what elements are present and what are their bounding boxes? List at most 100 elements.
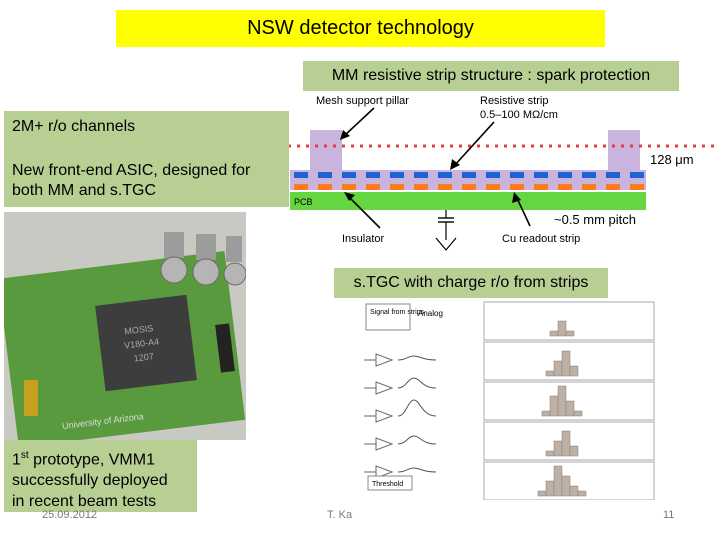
stgc-section-label: s.TGC with charge r/o from strips [334,268,608,298]
resistive-strip [342,172,356,178]
footer-date: 25.09.2012 [42,509,98,521]
channels-info-box: 2M+ r/o channels New front-end ASIC, des… [4,111,289,207]
resistive-strip [414,172,428,178]
strip-arrow [453,121,495,167]
chip-marking-3: 1207 [133,351,154,363]
chip-marking-2: V180-A4 [124,336,160,350]
histogram-bar [573,410,583,417]
histogram-bar [557,320,567,337]
ordinal-number: 1 [12,451,21,469]
analog-pulse [397,377,437,389]
copper-strip [294,184,308,190]
amplifier-icon [435,237,457,251]
mesh-pillar-label: Mesh support pillar [316,95,409,107]
histogram-bar [549,330,559,337]
copper-strip [558,184,572,190]
pillar-arrow [343,107,375,137]
histogram-bar [553,440,563,457]
resistive-strip [486,172,500,178]
pcb-layer [290,192,646,210]
prototype-line-2: successfully deployed [12,472,168,490]
prototype-info-box: 1st prototype, VMM1 successfully deploye… [4,440,197,512]
gold-component [24,380,38,416]
resistive-strip [558,172,572,178]
threshold-box [367,475,413,491]
amplifier-icon [375,353,394,367]
strip-charge-histograms [483,301,655,500]
analog-pulse [397,435,437,445]
histogram-bar [565,400,575,417]
histogram-bar [577,490,587,497]
histogram-bar [569,445,579,457]
histogram-bar [545,370,555,377]
mm-section-label: MM resistive strip structure : spark pro… [303,61,679,91]
signal-from-strips-label: Signal from strips [370,309,425,316]
analog-pulse [397,467,437,473]
copper-strip [342,184,356,190]
analog-pulse [397,355,437,361]
footer-author: T. Ka [327,509,353,521]
resistive-strip [438,172,452,178]
resistive-strip [366,172,380,178]
coax-connectors [160,232,246,286]
prototype-name: prototype, VMM1 [28,451,155,469]
footer-page-number: 11 [663,509,675,521]
analog-signal-rows [364,353,437,479]
analog-pulse [397,399,437,417]
resistive-strip [462,172,476,178]
ordinal-suffix: st [20,450,29,461]
copper-strip [438,184,452,190]
support-pillar-right [608,130,640,172]
resistive-strip [606,172,620,178]
channels-count-text: 2M+ r/o channels [12,118,136,135]
vmm1-board-photo: MOSIS V180-A4 1207 University of Arizona [4,212,246,440]
amplifier-icon [375,437,394,451]
insulator-arrow [347,195,381,229]
resistive-strip [390,172,404,178]
copper-strip [606,184,620,190]
histogram-bar [569,485,579,497]
readout-strip-label: Cu readout strip [502,233,580,245]
asic-description-text: New front-end ASIC, designed for both MM… [12,162,251,199]
threshold-label: Threshold [372,481,403,488]
stgc-strip-signal-diagram: Signal from strips Analog Threshold [364,301,655,500]
histogram-bar [569,365,579,377]
signal-from-strips-box [365,303,411,331]
prototype-line-1: 1st prototype, VMM1 [12,445,197,470]
strip-width-label: 128 μm [650,152,694,167]
header-connector [215,323,235,373]
resistive-strip [510,172,524,178]
copper-strip [366,184,380,190]
copper-strip [390,184,404,190]
histogram-bar [561,430,571,457]
histogram-bar [549,395,559,417]
support-pillar-left [310,130,342,172]
copper-strip [462,184,476,190]
vmm1-asic-chip [95,294,197,392]
histogram-bar [541,410,551,417]
histogram-bar [545,480,555,497]
copper-strip [534,184,548,190]
copper-strip [318,184,332,190]
resistive-strips [294,172,644,178]
histogram-bar [553,360,563,377]
resistive-strip [318,172,332,178]
slide-title: NSW detector technology [116,10,605,47]
readout-arrow [515,195,531,227]
resistivity-label: 0.5–100 MΩ/cm [480,109,558,121]
histogram-bar [565,330,575,337]
histogram-bar [553,465,563,497]
copper-strip [510,184,524,190]
histogram-bar [545,450,555,457]
resistive-strip [582,172,596,178]
mm-resistive-strip-diagram: Mesh support pillar Resistive strip 0.5–… [288,95,720,251]
analog-label: Analog [418,309,443,318]
insulator-label: Insulator [342,233,385,245]
resistive-strip-label: Resistive strip [480,95,548,107]
strip-pitch-label: ~0.5 mm pitch [554,212,636,227]
copper-strip [414,184,428,190]
resistive-strip [534,172,548,178]
chip-marking-1: MOSIS [124,323,154,336]
copper-strip [630,184,644,190]
resistive-strip [294,172,308,178]
